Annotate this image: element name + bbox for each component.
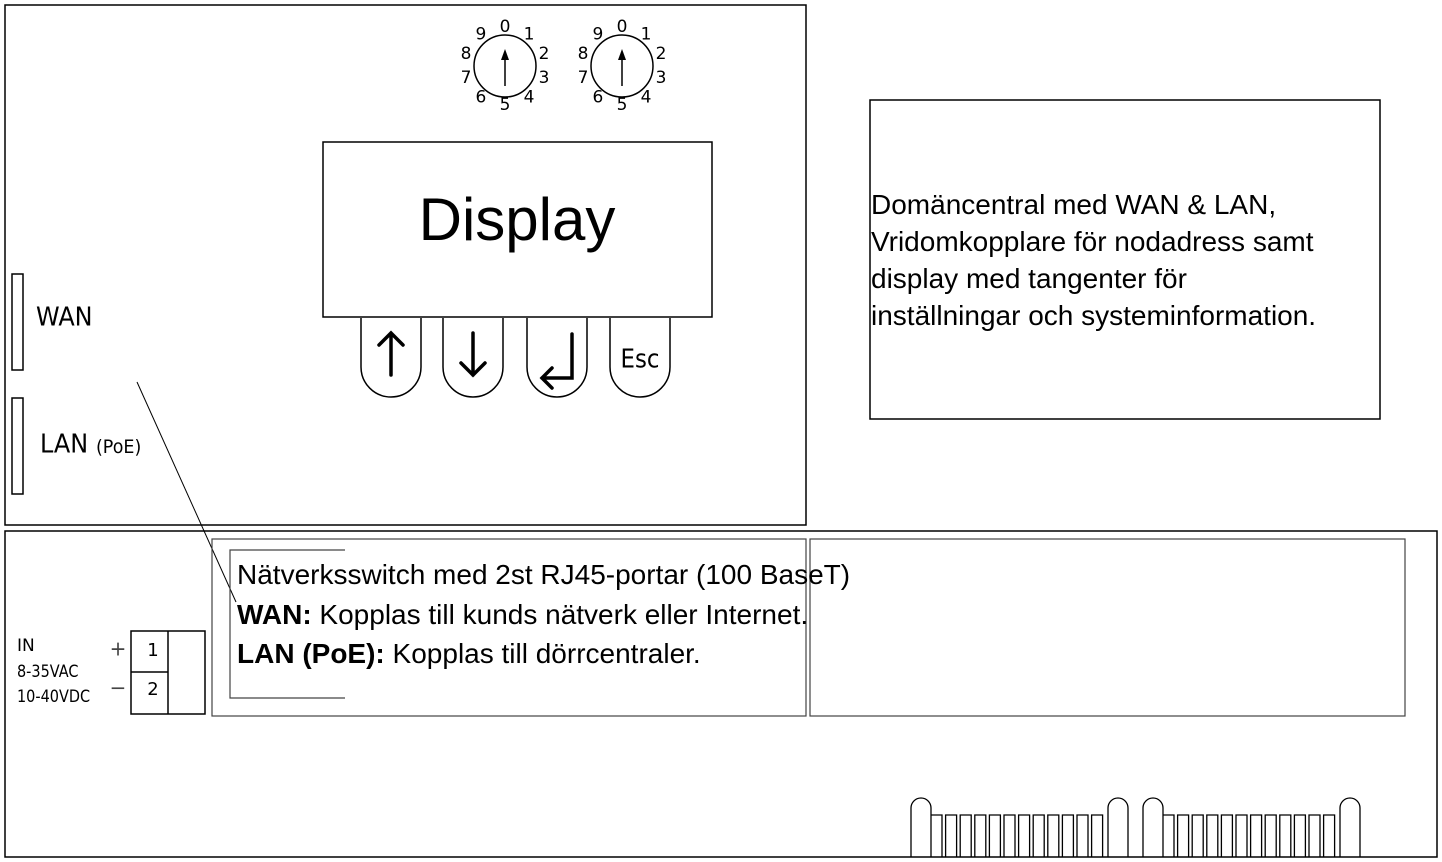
domain-central-module	[4, 4, 807, 526]
domain-description-line: inställningar och systeminformation.	[871, 300, 1317, 331]
arrow-up-icon	[618, 49, 626, 60]
leader-line	[136, 381, 237, 603]
dial-number: 0	[617, 17, 628, 37]
arrow-up-icon	[501, 49, 509, 60]
lan-poe-label: (PoE)	[96, 437, 141, 459]
dial-number: 6	[592, 88, 603, 108]
key-4[interactable]: Esc	[609, 318, 671, 398]
domain-description-line: display med tangenter för	[871, 263, 1187, 294]
display-panel	[322, 141, 713, 318]
power-dc-label: 10-40VDC	[17, 686, 90, 706]
switch-area-left	[211, 538, 807, 717]
domain-description-line: Domäncentral med WAN & LAN,	[871, 189, 1277, 220]
dial-number: 1	[524, 24, 535, 44]
display-label: Display	[419, 186, 616, 253]
terminal-1: 1	[147, 640, 158, 661]
domain-description-line: Vridomkopplare för nodadress samt	[871, 226, 1314, 257]
terminal-2: 2	[147, 679, 158, 700]
plus-sign: +	[110, 637, 127, 661]
dial-number: 3	[656, 68, 667, 88]
dial-number: 5	[617, 95, 628, 115]
power-ac-label: 8-35VAC	[17, 661, 78, 681]
switch-area-right	[809, 538, 1406, 717]
dial-number: 5	[500, 95, 511, 115]
switch-description-title: Nätverksswitch med 2st RJ45-portar (100 …	[237, 559, 851, 590]
dial-number: 1	[641, 24, 652, 44]
dial-number: 7	[578, 68, 589, 88]
dial-number: 3	[539, 68, 550, 88]
switch-description-lan: LAN (PoE): Kopplas till dörrcentraler.	[237, 638, 701, 669]
minus-sign: −	[110, 676, 127, 700]
lan-label: LAN	[40, 428, 88, 458]
dial-ring	[590, 34, 654, 98]
dial-number: 2	[539, 44, 550, 64]
dial-number: 9	[475, 24, 486, 44]
keypad: Esc	[360, 318, 671, 398]
arrow-up-icon	[377, 330, 405, 377]
wan-port-slot	[11, 273, 24, 371]
dial-number: 4	[524, 88, 535, 108]
dial-number: 6	[475, 88, 486, 108]
edge-connector	[910, 797, 1361, 857]
switch-bracket	[229, 549, 345, 699]
wan-label: WAN	[36, 301, 93, 331]
domain-description-box	[869, 99, 1381, 420]
network-switch-module	[4, 530, 1438, 858]
switch-description: Nätverksswitch med 2st RJ45-portar (100 …	[237, 555, 850, 674]
enter-icon	[539, 332, 574, 390]
dial-number: 8	[461, 44, 472, 64]
domain-description: Domäncentral med WAN & LAN, Vridomkoppla…	[871, 186, 1316, 334]
arrow-down-icon	[459, 331, 487, 378]
dial-number: 2	[656, 44, 667, 64]
dial-number: 9	[592, 24, 603, 44]
power-in-label: IN	[17, 636, 35, 656]
dial-number: 7	[461, 68, 472, 88]
key-3[interactable]	[526, 318, 588, 398]
dial-number: 8	[578, 44, 589, 64]
key-2[interactable]	[442, 318, 504, 398]
dial-number: 4	[641, 88, 652, 108]
dial-number: 0	[500, 17, 511, 37]
switch-description-wan: WAN: Kopplas till kunds nätverk eller In…	[237, 598, 809, 630]
lan-port-slot	[11, 397, 24, 495]
dial-ring	[473, 34, 537, 98]
esc-key: Esc	[621, 343, 660, 374]
key-1[interactable]	[360, 318, 422, 398]
